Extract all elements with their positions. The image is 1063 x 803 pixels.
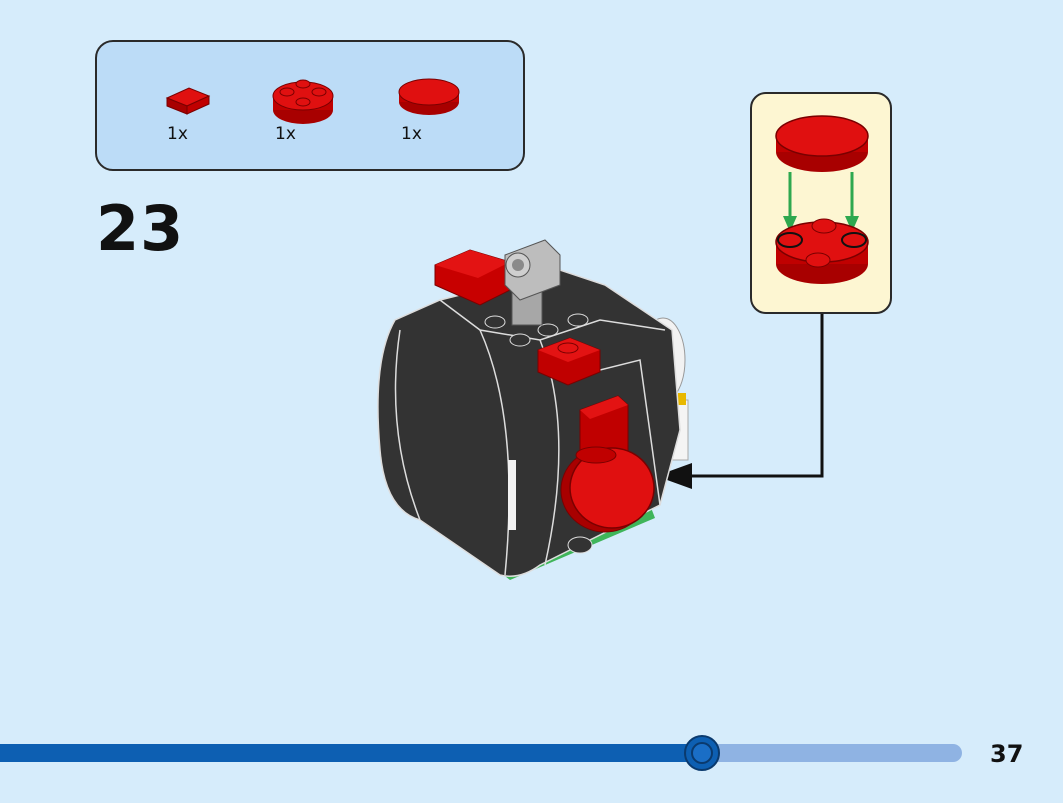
step-number: 23 xyxy=(96,192,185,265)
part-item: 1x xyxy=(159,70,249,160)
part-quantity: 1x xyxy=(167,124,188,144)
parts-list-box: 1x 1x 1x xyxy=(95,40,525,171)
sub-assembly-illustration xyxy=(775,115,869,284)
part-item: 1x xyxy=(395,70,485,160)
progress-track xyxy=(0,744,962,762)
arrow-pointer-icon xyxy=(656,463,692,489)
progress-fill xyxy=(0,744,702,762)
part-item: 1x xyxy=(269,70,359,160)
sub-assembly-callout xyxy=(750,92,892,314)
red-round-plate-2x2-icon xyxy=(272,79,334,124)
progress-knob xyxy=(684,735,720,771)
page-number: 37 xyxy=(990,740,1024,768)
part-quantity: 1x xyxy=(401,124,422,144)
red-tile-1x1-icon xyxy=(165,87,211,115)
red-round-tile-2x2-icon xyxy=(398,78,460,115)
part-quantity: 1x xyxy=(275,124,296,144)
